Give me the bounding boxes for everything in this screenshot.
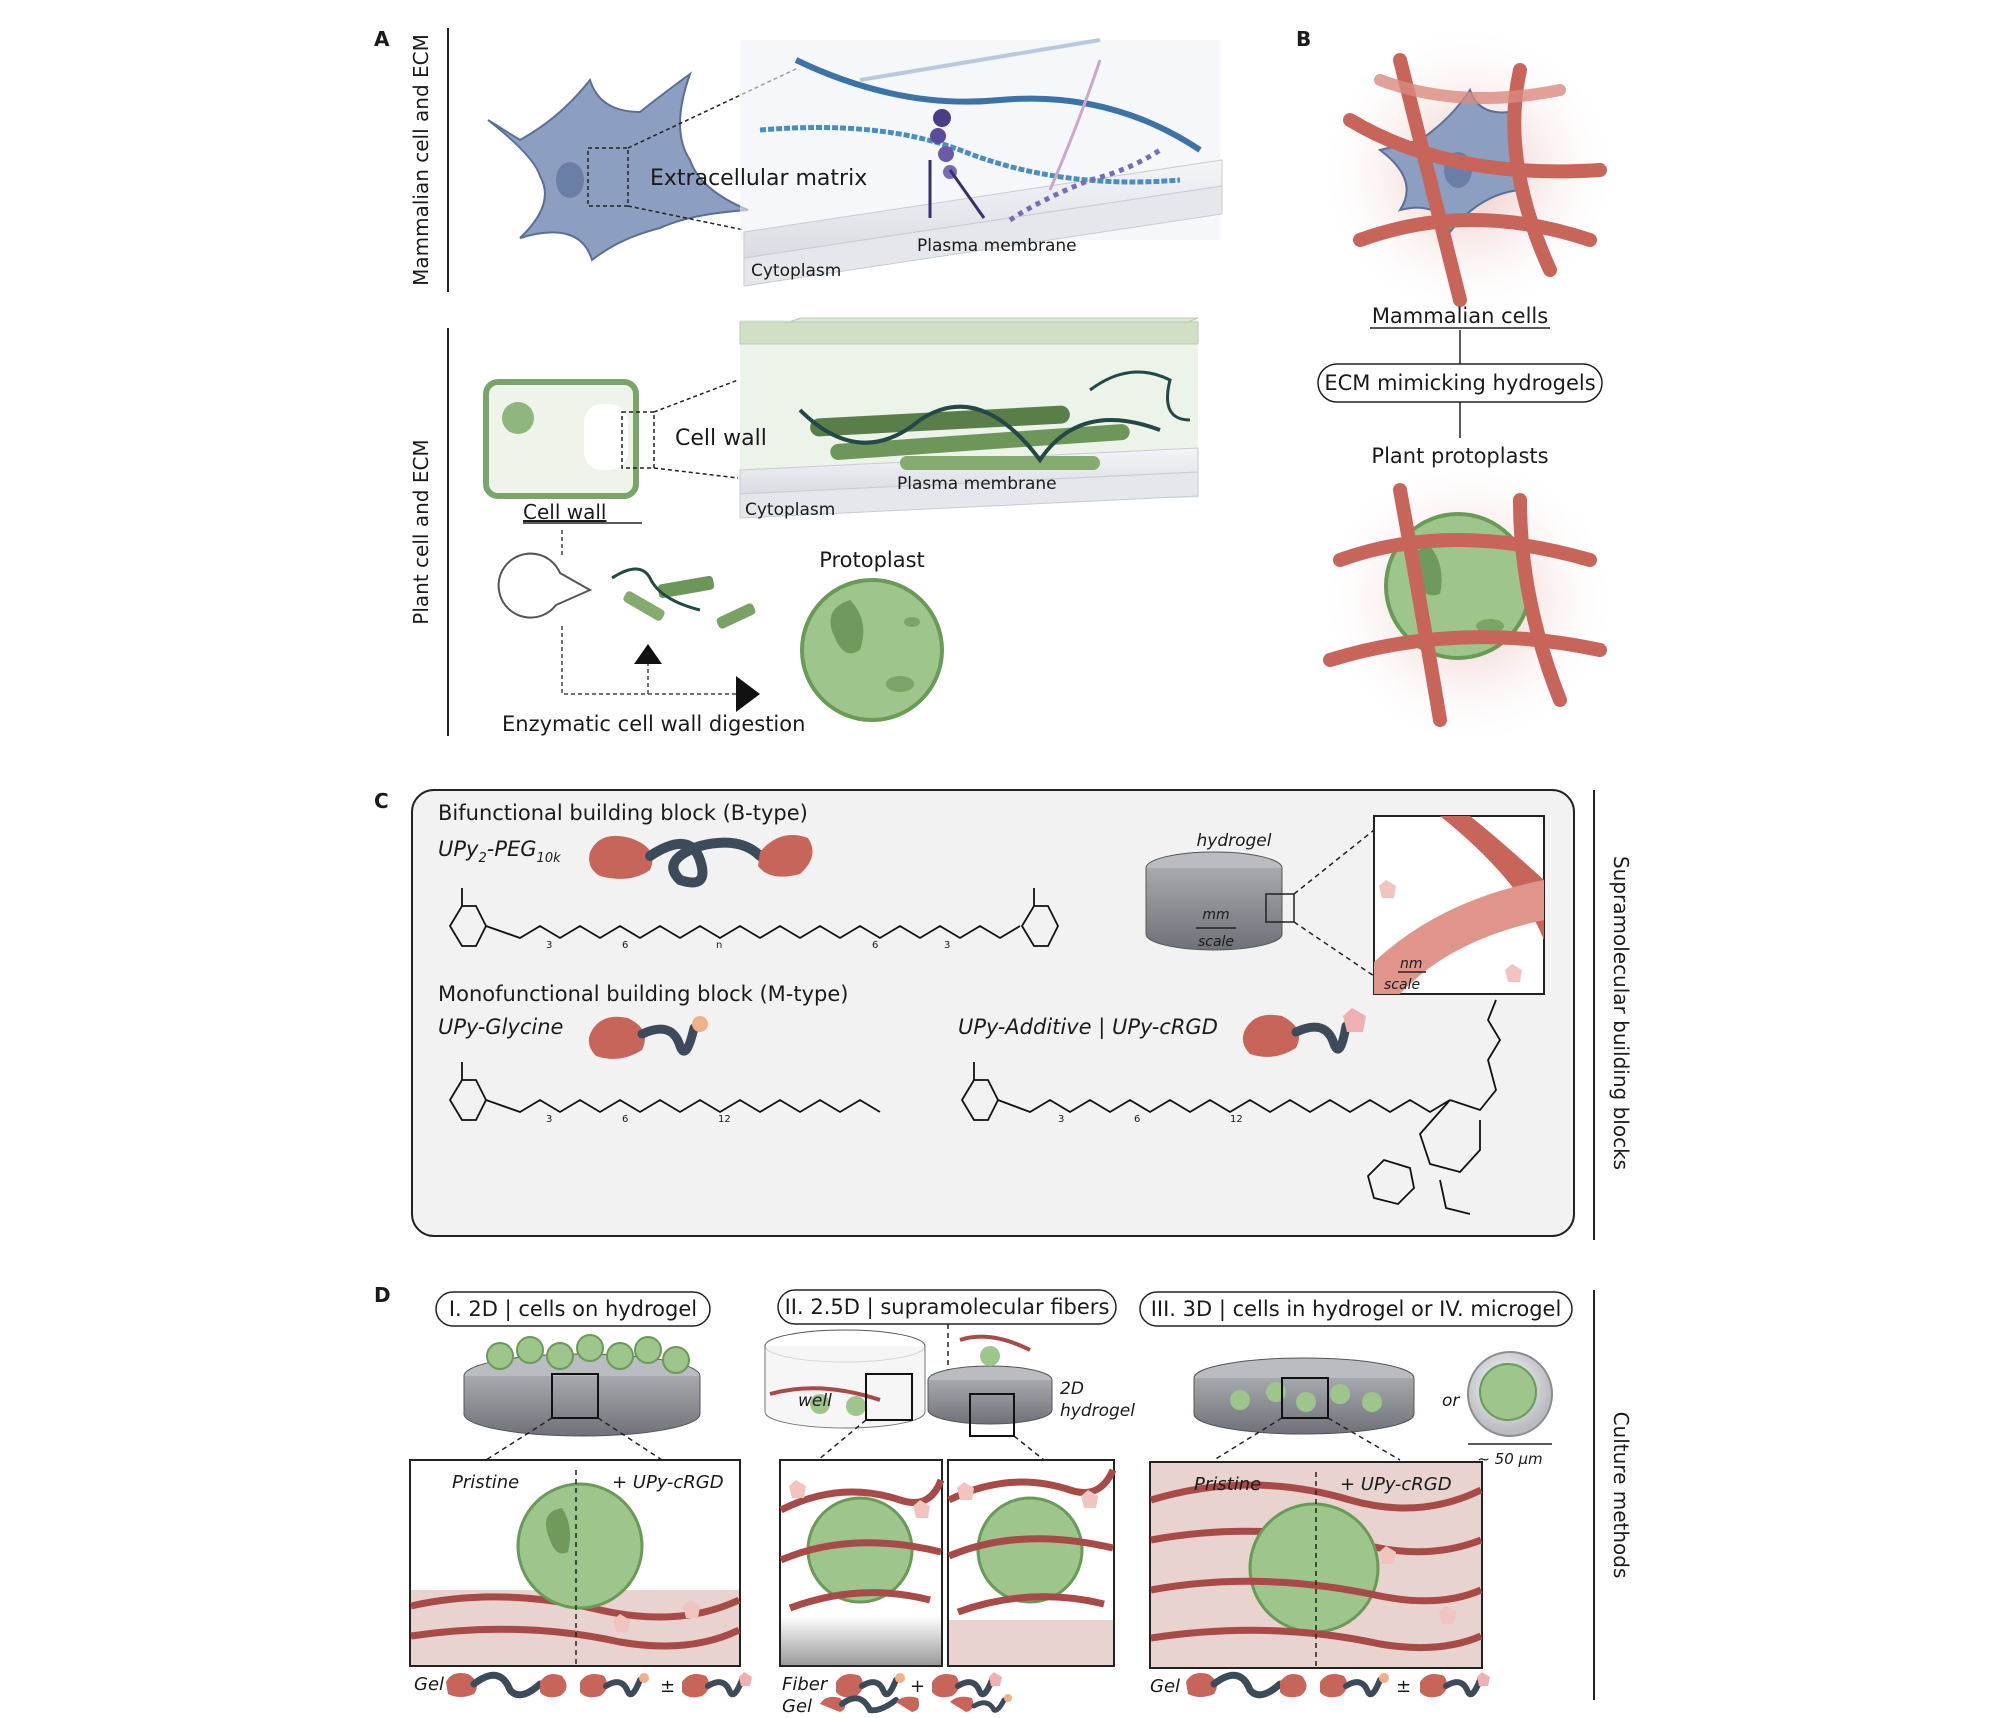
gel-label-2: Gel <box>782 1696 812 1714</box>
side-label-mammalian: Mammalian cell and ECM <box>409 34 433 286</box>
subscript-6-d: 6 <box>1134 1114 1140 1125</box>
wall-fragments-icon <box>611 567 756 629</box>
plus-minus-3: ± <box>1396 1676 1411 1697</box>
fiber-legend <box>836 1672 1002 1698</box>
inset-25d-right <box>947 1459 1117 1667</box>
plant-hydrogel-icon <box>1318 450 1618 750</box>
protoplast-icon <box>800 578 944 722</box>
crgd-2d-label: + UPy-cRGD <box>612 1472 724 1493</box>
zoom-box-plant <box>621 411 655 469</box>
ecm-label: Extracellular matrix <box>650 166 867 191</box>
hydrogel-disc-icon <box>1145 851 1283 951</box>
protoplast-label: Protoplast <box>819 548 925 572</box>
crgd-block-icon <box>1242 1008 1366 1057</box>
upy-additive-label: UPy-Additive | UPy-cRGD <box>958 1015 1218 1040</box>
fiber-label: Fiber <box>782 1674 829 1695</box>
cell-wall-inset <box>739 317 1199 519</box>
bifunctional-label: Bifunctional building block (B-type) <box>438 801 808 825</box>
plasma-membrane-label-top: Plasma membrane <box>917 236 1077 256</box>
panel-d-letter: D <box>374 1283 391 1307</box>
subscript-3-c: 3 <box>546 1114 552 1125</box>
side-label-building-blocks: Supramolecular building blocks <box>1609 856 1633 1170</box>
mammalian-cells-label: Mammalian cells <box>1372 304 1548 328</box>
nanofiber-zoom-icon <box>1373 815 1545 995</box>
gel-legend-3 <box>1186 1671 1490 1699</box>
side-label-culture-methods: Culture methods <box>1609 1412 1633 1579</box>
pristine-3d-label: Pristine <box>1194 1474 1261 1495</box>
plus-minus-1: ± <box>660 1676 675 1697</box>
subscript-6-a: 6 <box>622 940 628 951</box>
inset-25d-left <box>779 1459 945 1667</box>
gel-label-1: Gel <box>414 1674 444 1695</box>
method-2d-box <box>435 1291 711 1327</box>
subscript-3-a: 3 <box>546 940 552 951</box>
inset-3d <box>1149 1461 1483 1669</box>
well-25d-icon <box>764 1324 1053 1429</box>
enzyme-icon <box>497 552 593 619</box>
subscript-3-d: 3 <box>1058 1114 1064 1125</box>
well-label: well <box>798 1391 832 1411</box>
subscript-6-c: 6 <box>622 1114 628 1125</box>
method-2d-title: I. 2D | cells on hydrogel <box>449 1297 697 1322</box>
cell-wall-inset-label: Cell wall <box>675 426 767 451</box>
ecm-hydrogels-label: ECM mimicking hydrogels <box>1324 371 1595 395</box>
mammalian-hydrogel-icon <box>1318 22 1618 322</box>
method-3d-title: III. 3D | cells in hydrogel or IV. micro… <box>1151 1297 1562 1322</box>
cytoplasm-label-bottom: Cytoplasm <box>745 500 835 520</box>
microgel-size-label: ~ 50 μm <box>1477 1450 1542 1468</box>
digestion-label: Enzymatic cell wall digestion <box>502 712 805 736</box>
mm-scale-label: scale <box>1198 934 1234 950</box>
building-blocks-box <box>411 789 1575 1237</box>
or-label: or <box>1442 1391 1460 1411</box>
subscript-3-b: 3 <box>944 940 950 951</box>
method-25d-box <box>777 1289 1117 1325</box>
crgd-3d-label: + UPy-cRGD <box>1340 1474 1452 1495</box>
subscript-6-b: 6 <box>872 940 878 951</box>
glycine-block-icon <box>588 1016 708 1059</box>
upy-glycine-structure <box>448 1062 881 1121</box>
arrow-up-icon <box>634 644 662 664</box>
upy2-peg-structure <box>448 888 1060 947</box>
cytoplasm-label-top: Cytoplasm <box>751 261 841 281</box>
panel-c-letter: C <box>374 789 389 813</box>
side-label-plant: Plant cell and ECM <box>409 439 433 624</box>
nm-label: nm <box>1400 956 1423 972</box>
inset-2d <box>409 1459 741 1667</box>
plus-label: + <box>910 1676 925 1697</box>
gel-legend-1 <box>446 1671 752 1699</box>
subscript-12-b: 12 <box>1230 1114 1243 1125</box>
disc-2d-icon <box>463 1334 701 1437</box>
subscript-12-a: 12 <box>718 1114 731 1125</box>
ecm-inset-mammalian <box>740 38 1223 287</box>
hydrogel-2d-label-line1: 2D <box>1060 1379 1084 1399</box>
zoom-box-hydrogel <box>1265 893 1295 923</box>
pristine-2d-label: Pristine <box>452 1472 519 1493</box>
cell-wall-label: Cell wall <box>523 500 606 524</box>
hydrogel-label: hydrogel <box>1197 831 1272 851</box>
monofunctional-label: Monofunctional building block (M-type) <box>438 982 848 1006</box>
upy-glycine-label: UPy-Glycine <box>438 1015 563 1039</box>
disc-3d-icon <box>1193 1357 1415 1435</box>
plasma-membrane-label-bottom: Plasma membrane <box>897 474 1057 494</box>
method-25d-title: II. 2.5D | supramolecular fibers <box>785 1295 1110 1320</box>
bifunctional-block-icon <box>589 835 813 888</box>
arrow-right-icon <box>736 676 760 712</box>
plant-cell-icon <box>483 379 639 499</box>
panel-a-letter: A <box>374 27 390 51</box>
upy-crgd-structure <box>960 999 1502 1215</box>
method-3d-box <box>1139 1291 1573 1327</box>
gel-label-3: Gel <box>1150 1676 1180 1697</box>
subscript-n: n <box>716 940 722 951</box>
mm-label: mm <box>1202 907 1229 923</box>
gel-legend-2 <box>820 1694 1012 1714</box>
upy2-peg-label: UPy2-PEG10k <box>438 837 561 866</box>
nm-scale-label: scale <box>1384 977 1420 993</box>
hydrogel-2d-label-line2: hydrogel <box>1060 1401 1135 1421</box>
microgel-icon <box>1467 1351 1553 1437</box>
panel-b-letter: B <box>1296 27 1311 51</box>
